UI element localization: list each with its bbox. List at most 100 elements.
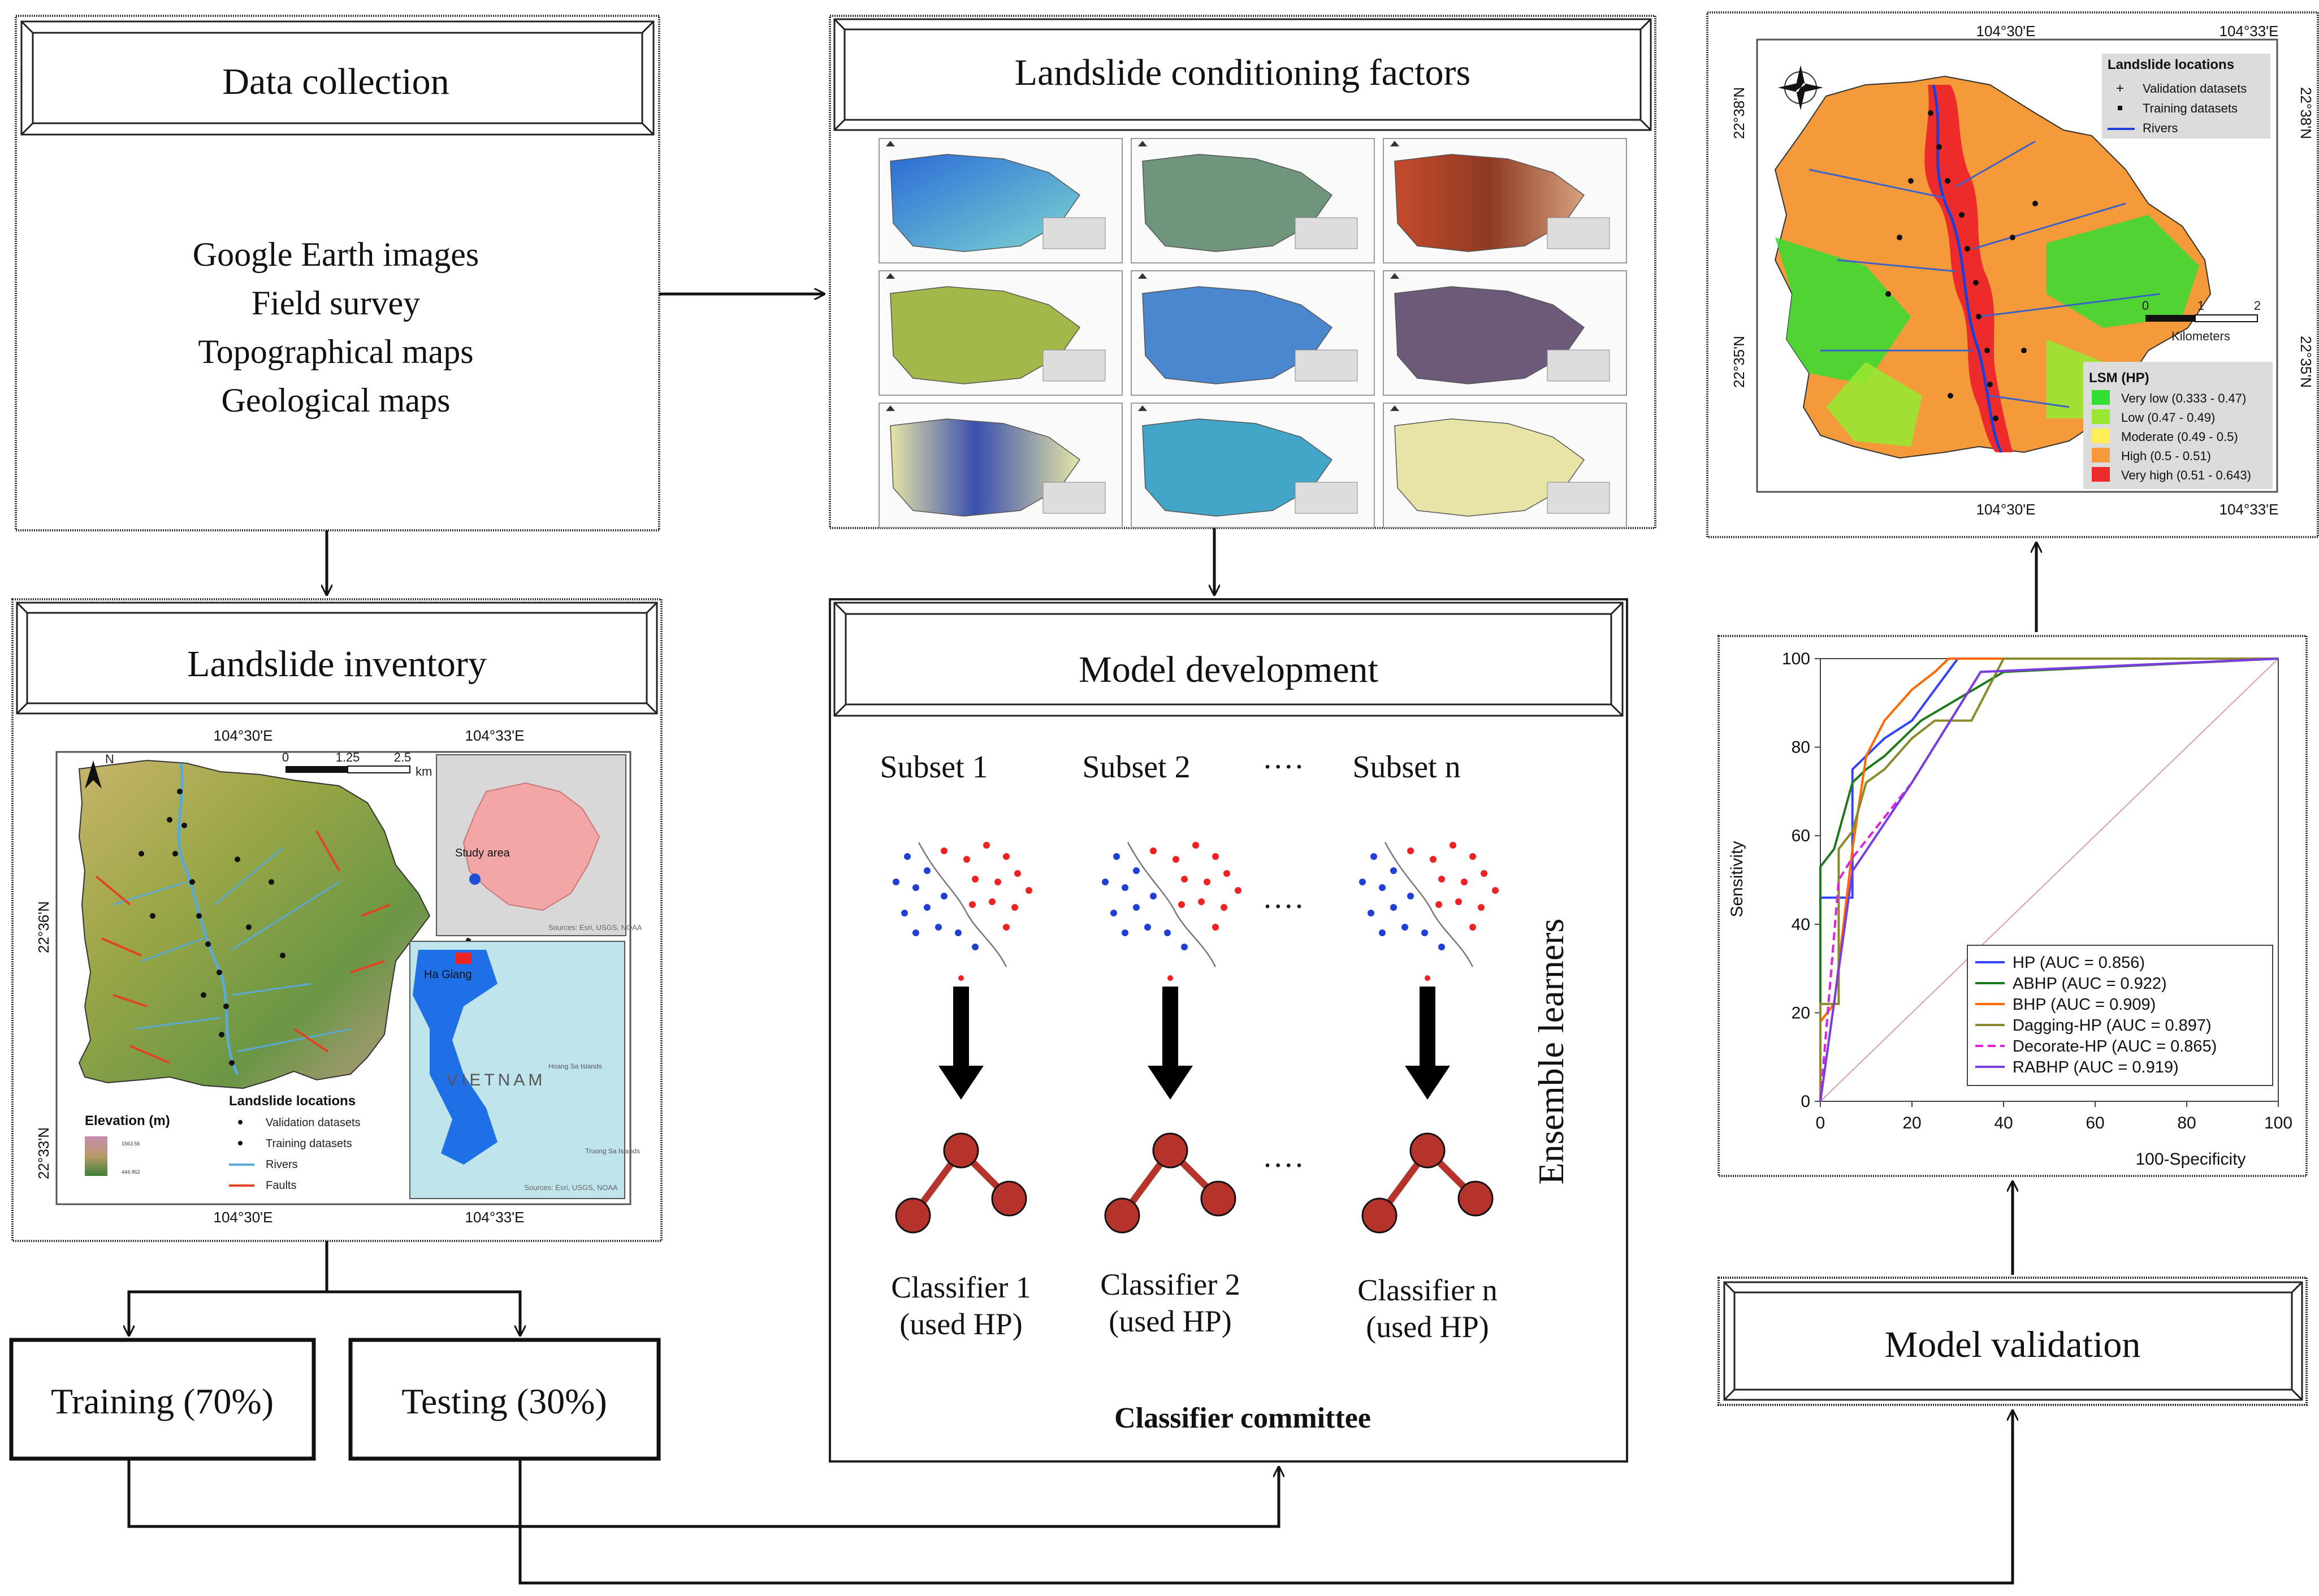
inv-north-label: N bbox=[105, 752, 114, 766]
roc-x-tick-label: 80 bbox=[2177, 1114, 2196, 1132]
roc-y-tick-label: 20 bbox=[1792, 1004, 1810, 1022]
inv-sources-1: Sources: Esri, USGS, NOAA bbox=[548, 923, 642, 932]
subset-n-label: Subset n bbox=[1352, 750, 1460, 785]
subset-to-classifier-arrows bbox=[938, 987, 1450, 1100]
classifier-committee-label: Classifier committee bbox=[1114, 1402, 1371, 1434]
conditioning-factors-title: Landslide conditioning factors bbox=[1015, 52, 1470, 93]
roc-x-tick-label: 100 bbox=[2264, 1114, 2292, 1132]
landslide-inventory-title: Landslide inventory bbox=[187, 643, 487, 685]
classifier-3-tree-icon bbox=[1361, 1132, 1494, 1234]
thumbnail-north-icon bbox=[1138, 141, 1147, 146]
data-collection-panel: Data collection Google Earth images Fiel… bbox=[15, 15, 660, 531]
dc-item-geo-maps: Geological maps bbox=[222, 382, 451, 419]
lsm-lat-top-right: 22°38'N bbox=[2298, 87, 2314, 139]
roc-y-tick-label: 60 bbox=[1792, 827, 1810, 845]
roc-x-axis-label: 100-Specificity bbox=[2135, 1150, 2246, 1169]
roc-y-tick-label: 0 bbox=[1801, 1092, 1810, 1111]
roc-x-tick-label: 0 bbox=[1816, 1114, 1825, 1132]
roc-series-2 bbox=[1819, 658, 2279, 1101]
thumbnail-north-icon bbox=[886, 273, 895, 279]
classifier-2-line1: Classifier 2 bbox=[1100, 1268, 1240, 1301]
subset-2-label: Subset 2 bbox=[1082, 750, 1190, 785]
inventory-catchment bbox=[78, 759, 431, 1089]
lsm-lat-bottom-right: 22°35'N bbox=[2298, 336, 2314, 388]
factor-thumbnail-ndvi bbox=[1131, 403, 1375, 528]
roc-series-6 bbox=[1819, 658, 2279, 1102]
lsm-class-moderate: Moderate (0.49 - 0.5) bbox=[2121, 430, 2238, 444]
roc-y-tick-label: 80 bbox=[1792, 738, 1810, 757]
north-arrow-icon bbox=[85, 760, 102, 789]
thumbnail-north-icon bbox=[1138, 405, 1147, 411]
thumbnail-north-icon bbox=[1390, 273, 1399, 279]
ensemble-learners-label: Ensemble learners bbox=[1531, 919, 1571, 1185]
roc-legend-entry: BHP (AUC = 0.909) bbox=[2013, 996, 2156, 1014]
roc-x-tick-label: 40 bbox=[1994, 1114, 2013, 1132]
inv-scale-1: 1.25 bbox=[336, 750, 360, 764]
thumbnail-north-icon bbox=[1390, 405, 1399, 411]
inv-legend-validation: Validation datasets bbox=[266, 1117, 361, 1129]
lsm-legend-training: Training datasets bbox=[2143, 101, 2238, 115]
classifier-tree-icons bbox=[895, 1132, 1494, 1234]
flow-connectors bbox=[127, 294, 2036, 1585]
training-label: Training (70%) bbox=[51, 1381, 274, 1421]
roc-x-tick-label: 60 bbox=[2086, 1114, 2104, 1132]
lsm-class-very-high: Very high (0.51 - 0.643) bbox=[2121, 468, 2251, 482]
factor-thumbnail-aspect bbox=[1131, 138, 1375, 263]
lsm-lat-top: 22°38'N bbox=[1730, 87, 1747, 139]
inv-legend-training: Training datasets bbox=[266, 1137, 352, 1150]
inv-scale-0: 0 bbox=[282, 750, 289, 764]
lsm-scale-0: 0 bbox=[2142, 299, 2149, 313]
thumbnail-north-icon bbox=[1390, 141, 1399, 146]
arrow-inventory-to-training bbox=[129, 1241, 328, 1335]
lsm-locations-legend: Landslide locations + Validation dataset… bbox=[2102, 54, 2270, 139]
dc-item-google-earth: Google Earth images bbox=[193, 236, 479, 273]
data-collection-title: Data collection bbox=[222, 61, 449, 102]
inv-coord-top-left: 104°30'E bbox=[213, 727, 272, 744]
compass-rose-icon bbox=[1778, 65, 1823, 110]
inv-sources-2: Sources: Esri, USGS, NOAA bbox=[524, 1183, 618, 1192]
arrow-training-to-model bbox=[127, 1459, 1279, 1528]
subset-clusters bbox=[893, 842, 1499, 981]
lsm-legend-rivers: Rivers bbox=[2143, 121, 2178, 135]
classifier-1-line1: Classifier 1 bbox=[891, 1270, 1031, 1304]
lsm-scale-unit: Kilometers bbox=[2171, 329, 2230, 343]
inv-legend-rivers: Rivers bbox=[266, 1158, 298, 1171]
inv-coord-bottom-right: 104°33'E bbox=[465, 1209, 524, 1226]
arrow-inventory-to-testing bbox=[327, 1290, 520, 1335]
roc-x-tick-label: 20 bbox=[1902, 1114, 1921, 1132]
inv-coord-bottom-left: 104°30'E bbox=[213, 1209, 272, 1226]
lsm-coord-bottom-right: 104°33'E bbox=[2219, 501, 2278, 518]
inventory-map: 104°30'E 104°33'E 104°30'E 104°33'E 22°3… bbox=[35, 727, 642, 1226]
thumbnail-north-icon bbox=[886, 405, 895, 411]
inv-elevation-title: Elevation (m) bbox=[85, 1113, 170, 1128]
factor-thumbnail-curvature bbox=[879, 270, 1123, 396]
lsm-swatch-very-high bbox=[2092, 467, 2110, 482]
thumbnail-north-icon bbox=[886, 141, 895, 146]
model-validation-box: Model validation bbox=[1717, 1277, 2308, 1406]
classifier-arrow-2 bbox=[1148, 987, 1193, 1100]
lsm-class-legend: LSM (HP) Very low (0.333 - 0.47) Low (0.… bbox=[2083, 362, 2273, 489]
roc-legend-entry: Dagging-HP (AUC = 0.897) bbox=[2013, 1017, 2212, 1035]
lsm-swatch-very-low bbox=[2092, 390, 2110, 405]
classifier-2-tree-icon bbox=[1104, 1132, 1236, 1234]
svg-text:+: + bbox=[2116, 81, 2124, 96]
lsm-swatch-moderate bbox=[2092, 429, 2110, 443]
inv-lat-top: 22°36'N bbox=[35, 901, 52, 953]
inv-legend-title: Landslide locations bbox=[229, 1093, 356, 1109]
lsm-swatch-low bbox=[2092, 409, 2110, 424]
roc-series-4 bbox=[1819, 658, 2278, 1101]
lsm-scale-bar: 0 1 2 Kilometers bbox=[2142, 299, 2261, 343]
factor-map-grid bbox=[879, 138, 1627, 528]
inv-study-area-label: Study area bbox=[455, 847, 510, 859]
roc-legend-entry: RABHP (AUC = 0.919) bbox=[2013, 1058, 2179, 1076]
classifier-1-tree-icon bbox=[895, 1132, 1027, 1234]
inv-ha-giang-label: Ha Giang bbox=[424, 968, 472, 981]
roc-legend-entry: ABHP (AUC = 0.922) bbox=[2013, 975, 2167, 993]
inv-truong-sa-label: Truong Sa Islands bbox=[585, 1147, 640, 1155]
inv-hoang-sa-label: Hoang Sa Islands bbox=[548, 1062, 602, 1070]
lsm-coord-top-right: 104°33'E bbox=[2219, 23, 2278, 40]
lsm-class-low: Low (0.47 - 0.49) bbox=[2121, 410, 2215, 425]
lsm-coord-top-left: 104°30'E bbox=[1976, 23, 2035, 40]
subset-cluster-1 bbox=[893, 842, 1032, 981]
